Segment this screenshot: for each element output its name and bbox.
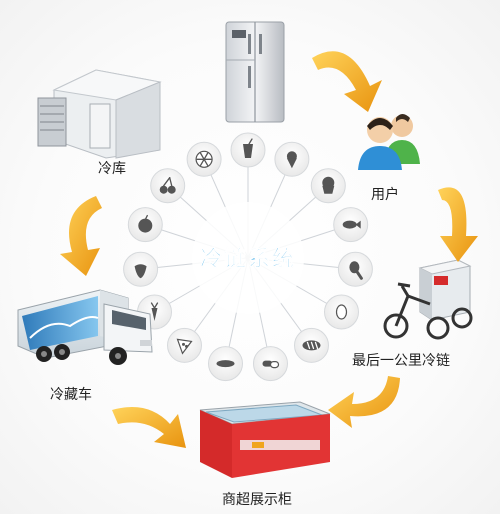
citrus-slice-icon [186,141,222,177]
cupcake-icon [310,168,346,204]
hub-spokes [140,150,356,364]
cherries-icon [150,168,186,204]
refrigerator-icon [225,21,285,123]
sausage-icon [208,346,243,382]
cold-storage-room-icon [37,69,162,159]
stage-label-user: 用户 [371,187,399,203]
refrigerated-truck-icon [17,289,153,365]
flow-arrow-truck-to-freezer [112,407,186,448]
pizza-slice-icon [167,327,202,363]
center-title: 冷链系统 [200,246,296,272]
drink-cup-icon [230,132,266,168]
stage-label-display-freezer: 商超展示柜 [222,492,292,508]
ice-cream-icon [274,141,310,177]
apple-icon [127,207,163,243]
food-icon-ring [123,132,373,382]
stage-label-last-mile: 最后一公里冷链 [352,353,450,369]
stage-label-reefer-truck: 冷藏车 [50,387,92,403]
flow-arrow-storage-to-truck [60,196,102,276]
display-freezer-icon [199,401,331,478]
flow-arrow-user-to-lastmile [438,187,478,262]
meat-leg-icon [337,251,373,287]
flow-arrow-refrigerator-to-user [312,51,382,112]
users-icon [358,114,420,170]
stage-label-cold-storage: 冷库 [98,161,126,177]
bread-icon [294,327,329,363]
refrigerated-tricycle-icon [383,259,473,340]
pills-icon [253,346,288,382]
fish-icon [333,207,369,243]
hub-center-disc [192,202,304,314]
flow-arrow-lastmile-to-freezer [328,376,400,428]
strawberry-icon [123,251,159,287]
egg-icon [324,294,359,330]
